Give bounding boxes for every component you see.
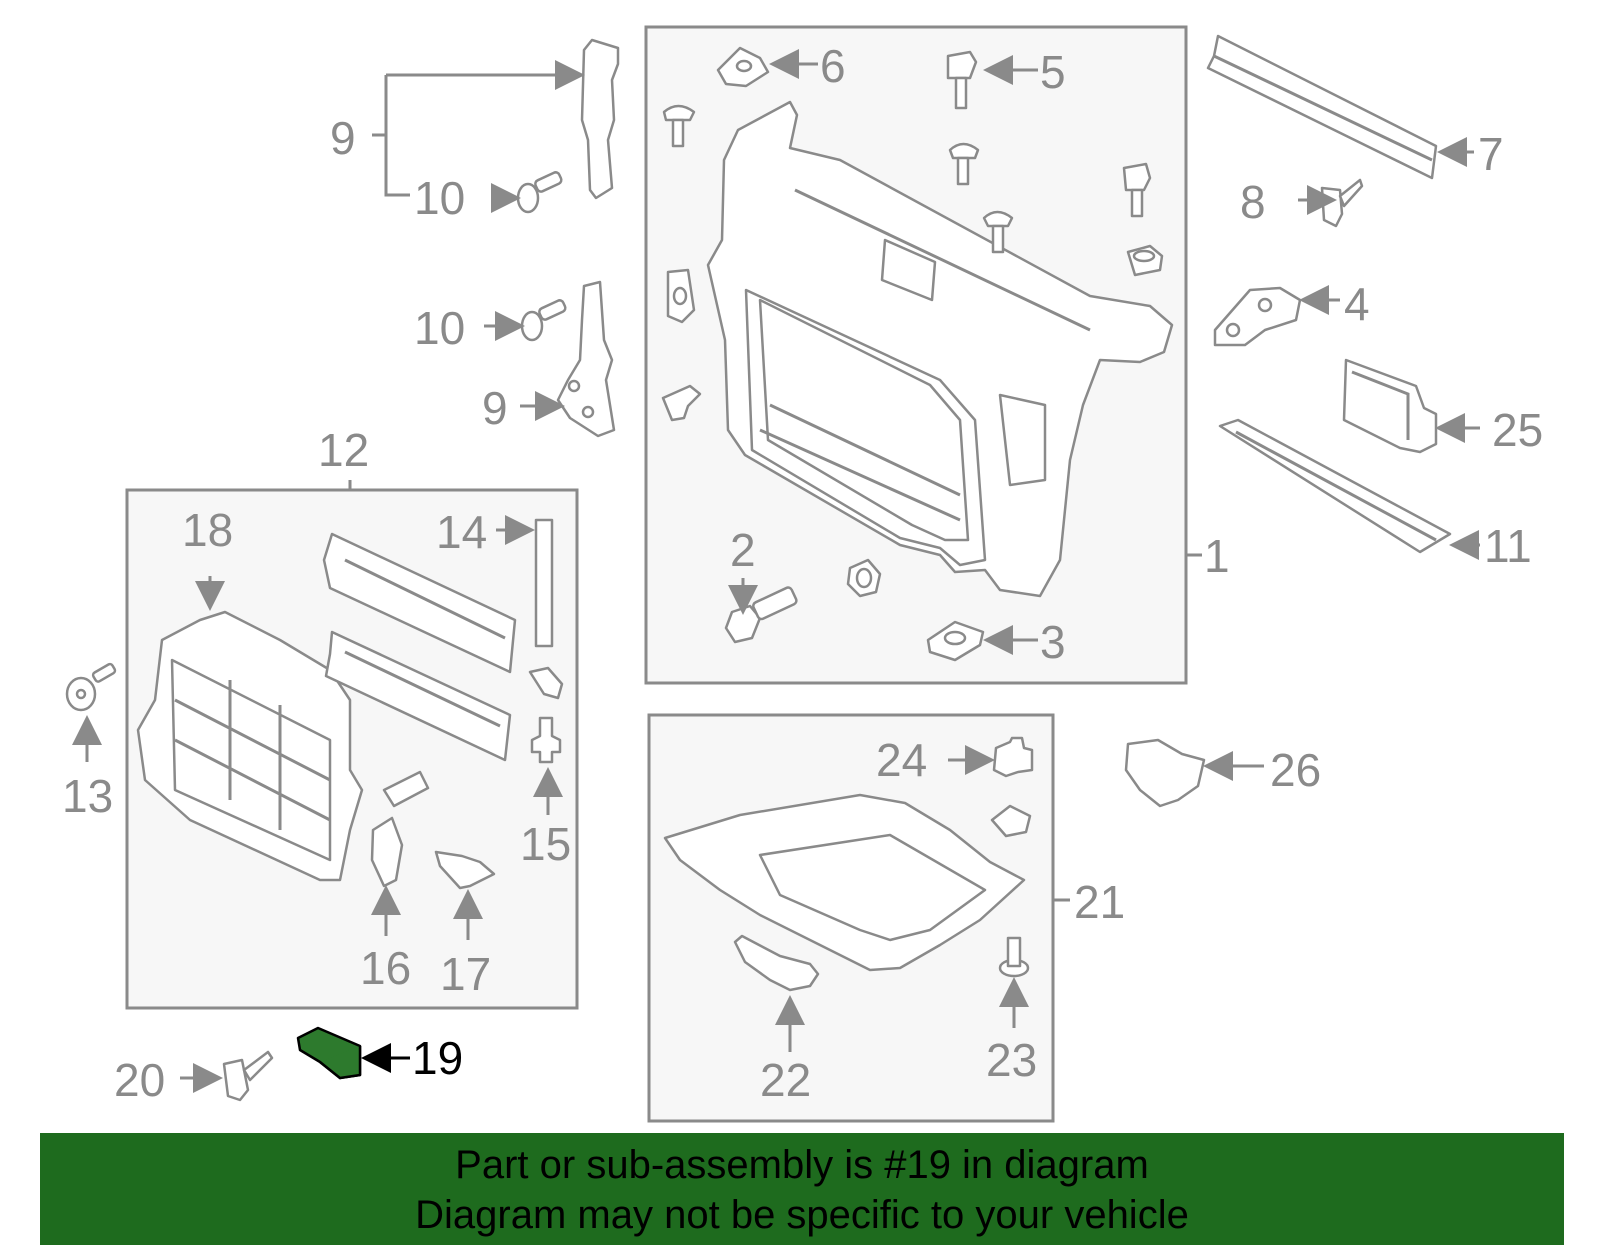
- bracket-9-lower[interactable]: [556, 280, 616, 438]
- callout-23: 23: [986, 1034, 1037, 1086]
- shutter-vane-lower[interactable]: [324, 630, 512, 762]
- callouts: 1 2 3 4 5 6 7 8 9 10 10 9 11 12 13 14 15…: [62, 40, 1543, 1106]
- callout-16: 16: [360, 942, 411, 994]
- screw-10-upper[interactable]: [516, 171, 563, 214]
- screw-10-lower[interactable]: [520, 299, 567, 342]
- screw-23[interactable]: [998, 936, 1030, 978]
- callout-5: 5: [1040, 46, 1066, 98]
- callout-21: 21: [1074, 876, 1125, 928]
- module-25[interactable]: [1342, 358, 1438, 454]
- bracket-4[interactable]: [1213, 286, 1302, 347]
- bracket-17[interactable]: [434, 850, 496, 890]
- small-pad[interactable]: [382, 770, 430, 808]
- bolt-2[interactable]: [724, 586, 798, 644]
- callout-14: 14: [436, 506, 487, 558]
- clip-24[interactable]: [990, 736, 1034, 838]
- callout-26: 26: [1270, 744, 1321, 796]
- callout-8: 8: [1240, 176, 1266, 228]
- shutter-vane-upper[interactable]: [322, 532, 517, 674]
- callout-10b: 10: [414, 302, 465, 354]
- callout-3: 3: [1040, 616, 1066, 668]
- callout-13: 13: [62, 770, 113, 822]
- bracket-16[interactable]: [370, 816, 404, 888]
- clip-6[interactable]: [716, 46, 770, 88]
- callout-9a: 9: [330, 112, 356, 164]
- undertray-21[interactable]: [663, 793, 1026, 972]
- grille-shutter-18[interactable]: [136, 610, 364, 882]
- callout-4: 4: [1344, 278, 1370, 330]
- info-banner: Part or sub-assembly is #19 in diagram D…: [40, 1133, 1564, 1245]
- bolt-5[interactable]: [946, 50, 978, 110]
- callout-22: 22: [760, 1054, 811, 1106]
- part-19-highlighted[interactable]: [296, 1026, 362, 1080]
- clip-side[interactable]: [666, 268, 696, 324]
- banner-line-2: Diagram may not be specific to your vehi…: [415, 1193, 1189, 1237]
- callout-24: 24: [876, 734, 927, 786]
- clip-nut-3[interactable]: [926, 620, 985, 662]
- leader-lines: [72, 37, 1480, 1093]
- callout-10a: 10: [414, 172, 465, 224]
- pin-8[interactable]: [1320, 178, 1364, 228]
- rod-14[interactable]: [534, 518, 554, 648]
- callout-7: 7: [1478, 128, 1504, 180]
- upper-strip-7[interactable]: [1206, 34, 1438, 180]
- clip-15[interactable]: [528, 666, 564, 764]
- callout-18: 18: [182, 504, 233, 556]
- callout-25: 25: [1492, 404, 1543, 456]
- bracket-22[interactable]: [733, 934, 820, 992]
- callout-20: 20: [114, 1054, 165, 1106]
- callout-15: 15: [520, 818, 571, 870]
- callout-9b: 9: [482, 382, 508, 434]
- callout-12: 12: [318, 424, 369, 476]
- callout-19: 19: [412, 1032, 463, 1084]
- callout-17: 17: [440, 948, 491, 1000]
- callout-6: 6: [820, 40, 846, 92]
- callout-2: 2: [730, 524, 756, 576]
- bracket-26[interactable]: [1124, 738, 1206, 808]
- screw-group-upper[interactable]: [661, 104, 1164, 598]
- radiator-support-frame[interactable]: [706, 100, 1174, 598]
- callout-1: 1: [1204, 530, 1230, 582]
- pin-13[interactable]: [65, 662, 117, 712]
- bracket-9-upper[interactable]: [580, 38, 620, 200]
- callout-11: 11: [1484, 520, 1532, 572]
- pin-20[interactable]: [222, 1050, 274, 1102]
- banner-line-1: Part or sub-assembly is #19 in diagram: [455, 1143, 1149, 1187]
